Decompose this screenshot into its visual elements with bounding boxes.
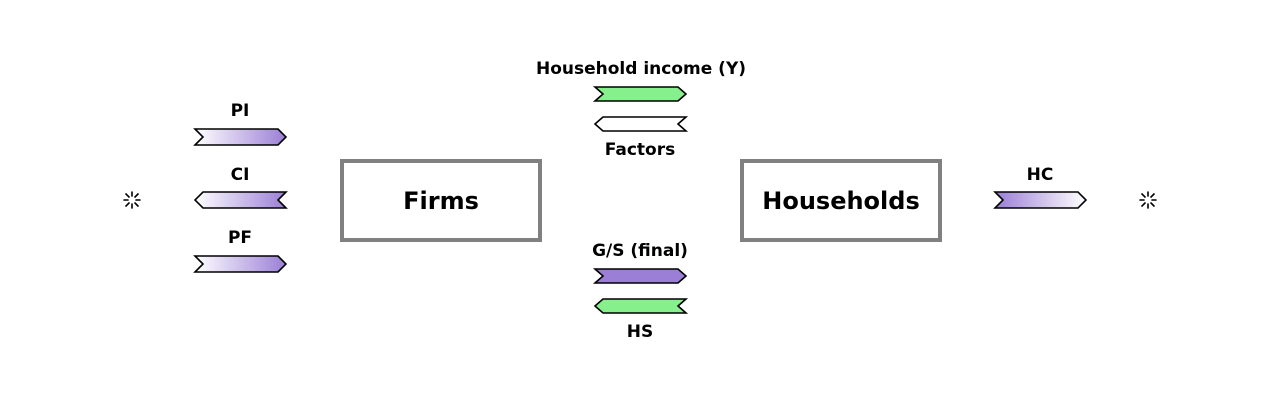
factors-flow-arrow xyxy=(593,116,689,132)
hs-flow-arrow xyxy=(593,298,689,314)
cloud-sink-icon xyxy=(123,191,141,209)
firms-node: Firms xyxy=(340,159,542,242)
hc-flow-arrow xyxy=(993,191,1088,209)
household-income-label: Household income (Y) xyxy=(535,59,747,79)
gs-final-label: G/S (final) xyxy=(592,241,688,261)
households-label: Households xyxy=(762,186,920,215)
ci-flow-arrow xyxy=(193,191,288,209)
hc-label: HC xyxy=(1026,165,1054,185)
firms-label: Firms xyxy=(403,186,479,215)
pi-flow-arrow xyxy=(193,128,288,146)
factors-label: Factors xyxy=(604,140,676,160)
households-node: Households xyxy=(740,159,942,242)
gs-final-flow-arrow xyxy=(592,268,688,284)
pf-label: PF xyxy=(227,228,253,248)
ci-label: CI xyxy=(230,165,250,185)
household-income-flow-arrow xyxy=(592,86,688,102)
cloud-sink-icon xyxy=(1139,191,1157,209)
pi-label: PI xyxy=(230,101,250,121)
hs-label: HS xyxy=(626,322,654,342)
pf-flow-arrow xyxy=(193,255,288,273)
